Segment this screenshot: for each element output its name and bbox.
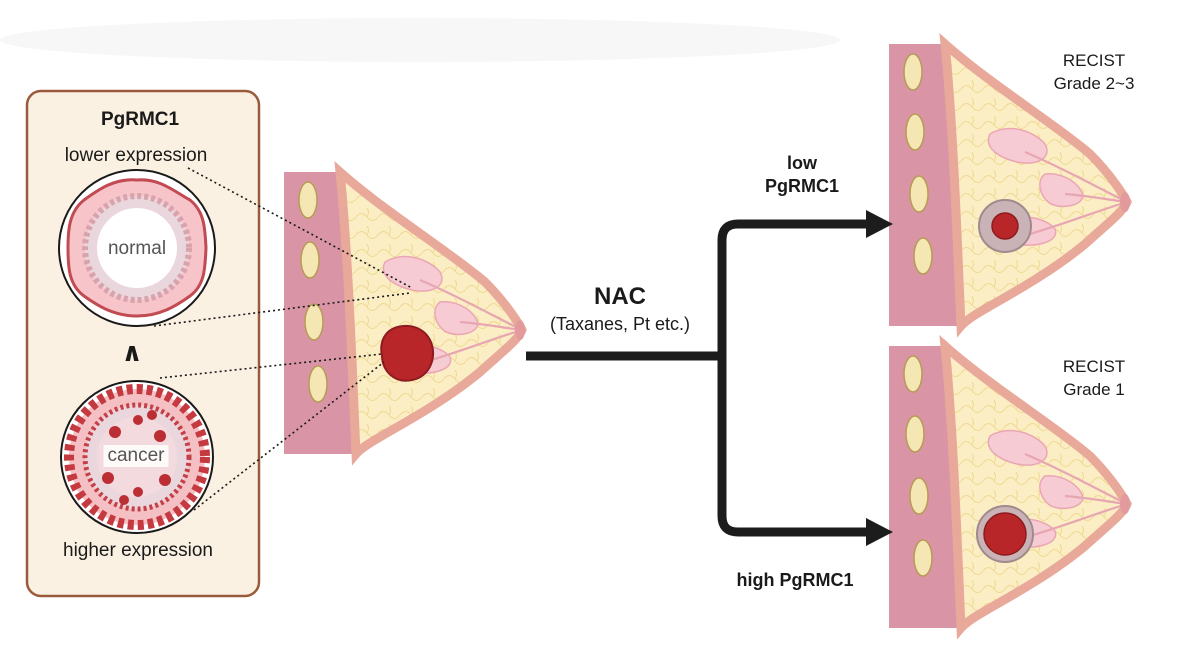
lower-expression-label: lower expression <box>64 145 208 166</box>
connector-lines <box>153 167 413 511</box>
small-tumor <box>991 212 1019 240</box>
outcome-top-line1: RECIST <box>1062 51 1126 70</box>
background-band <box>0 18 840 62</box>
low-branch-line2: PgRMC1 <box>764 176 840 196</box>
panel-title: PgRMC1 <box>100 109 180 130</box>
breast-with-tumor <box>284 172 525 454</box>
outcome-bottom-label: RECIST Grade 1 <box>1063 355 1125 401</box>
outcome-bottom-line1: RECIST <box>1062 357 1126 376</box>
high-branch-label: high PgRMC1 <box>736 570 854 590</box>
outcome-top-label: RECIST Grade 2~3 <box>1054 49 1135 95</box>
arrow-head-bottom <box>866 518 893 546</box>
low-branch-label: low PgRMC1 <box>765 152 839 198</box>
tumor <box>380 324 435 382</box>
nac-title: NAC <box>594 283 646 310</box>
compare-symbol: ∧ <box>121 337 143 367</box>
low-branch-line1: low <box>786 153 817 173</box>
nac-subtitle: (Taxanes, Pt etc.) <box>549 314 691 334</box>
outcome-bottom-line2: Grade 1 <box>1063 380 1125 399</box>
large-tumor <box>983 512 1027 556</box>
higher-expression-label: higher expression <box>63 540 213 561</box>
outcome-breast-top <box>889 44 1130 326</box>
arrow-head-top <box>866 210 893 238</box>
normal-label: normal <box>103 238 171 260</box>
cancer-label: cancer <box>103 445 169 467</box>
outcome-top-line2: Grade 2~3 <box>1053 74 1135 93</box>
treatment-arrows <box>526 219 870 537</box>
outcome-breast-bottom <box>889 346 1130 628</box>
